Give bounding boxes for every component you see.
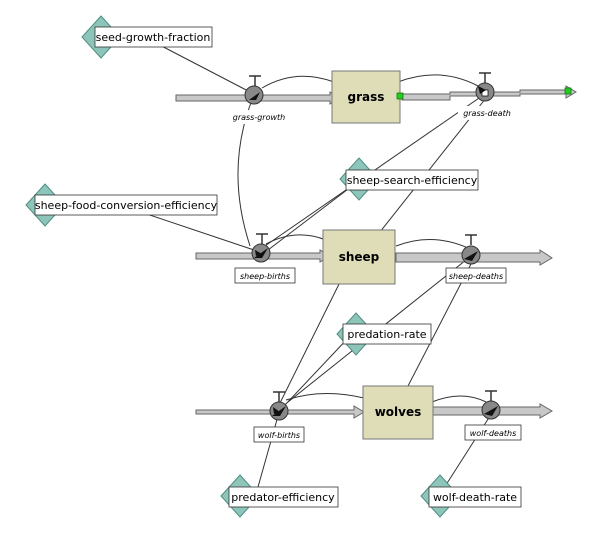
param-seed-growth-fraction-box[interactable] <box>94 26 213 48</box>
flow-sheep-deaths[interactable]: sheep-deaths <box>445 234 507 284</box>
valve-grass-growth-icon[interactable] <box>244 85 264 105</box>
flow-wolf-births[interactable]: wolf-births <box>253 391 305 443</box>
param-predator-efficiency-box[interactable] <box>228 486 339 508</box>
flow-wolf-deaths-label: wolf-deaths <box>470 429 517 438</box>
flow-wolf-births-label: wolf-births <box>258 431 300 440</box>
link-search-efficiency-to-sheep-births <box>267 179 361 251</box>
links <box>119 39 491 489</box>
sink-marker-grass-end <box>564 87 572 95</box>
flow-sheep-births-label-box <box>234 267 296 284</box>
param-predation-rate-label: predation-rate <box>347 328 426 341</box>
param-sheep-food-conversion-efficiency-box[interactable] <box>34 194 218 216</box>
param-sheep-search-efficiency-label: sheep-search-efficiency <box>347 174 478 187</box>
flow-sheep-births[interactable]: sheep-births <box>234 233 296 284</box>
flow-wolf-births-label-box <box>253 426 305 443</box>
param-predator-efficiency-label: predator-efficiency <box>231 491 335 504</box>
param-sheep-food-conversion-efficiency-label: sheep-food-conversion-efficiency <box>35 199 218 212</box>
flow-grass-death[interactable]: grass-death <box>458 72 516 120</box>
link-grass-to-grass-death <box>397 74 479 87</box>
param-wolf-death-rate[interactable]: wolf-death-rate <box>420 474 522 518</box>
param-wolf-death-rate-label: wolf-death-rate <box>433 491 517 504</box>
sink-marker-grass-out <box>396 92 404 100</box>
param-wolf-death-rate-box[interactable] <box>428 486 522 508</box>
flow-sheep-deaths-label: sheep-deaths <box>449 272 503 281</box>
param-predation-rate-box[interactable] <box>342 323 432 345</box>
link-wolves-to-wolf-deaths <box>431 395 487 403</box>
param-sheep-search-efficiency[interactable]: sheep-search-efficiency <box>339 157 479 201</box>
flow-sheep-deaths-label-box <box>445 267 507 284</box>
stock-sheep-box[interactable] <box>322 229 396 285</box>
param-seed-growth-fraction-label: seed-growth-fraction <box>96 31 211 44</box>
link-predation-rate-to-wolf-births <box>283 335 351 407</box>
stock-grass-box[interactable] <box>331 70 401 124</box>
flow-grass-growth-label-box <box>229 110 289 124</box>
link-grass-to-grass-growth <box>261 75 335 89</box>
stock-wolves[interactable]: wolves <box>362 385 434 440</box>
param-sheep-food-conversion-efficiency[interactable]: sheep-food-conversion-efficiency <box>25 183 218 227</box>
flow-grass-growth-label: grass-growth <box>233 113 286 122</box>
flow-grass-growth[interactable]: grass-growth <box>229 75 289 124</box>
flow-wolf-deaths-label-box <box>464 424 522 441</box>
stock-wolves-box[interactable] <box>362 385 434 440</box>
stock-sheep[interactable]: sheep <box>322 229 396 285</box>
link-sheep-to-grass-death <box>379 97 487 233</box>
stock-grass[interactable]: grass <box>331 70 572 124</box>
link-sheep-to-sheep-deaths <box>395 238 469 249</box>
link-wolves-to-wolf-births <box>285 392 365 401</box>
stock-grass-label: grass <box>348 90 385 104</box>
stock-wolves-label: wolves <box>375 405 422 419</box>
stock-sheep-label: sheep <box>339 250 380 264</box>
link-seed-growth-to-grass-growth <box>149 39 253 94</box>
flow-grass-death-label-box <box>458 106 516 120</box>
flow-wolf-deaths[interactable]: wolf-deaths <box>464 390 522 441</box>
param-predation-rate[interactable]: predation-rate <box>336 312 432 356</box>
param-predator-efficiency[interactable]: predator-efficiency <box>220 474 339 518</box>
flow-sheep-births-label: sheep-births <box>240 272 290 281</box>
flow-grass-death-label: grass-death <box>463 109 511 118</box>
link-sheep-to-sheep-births <box>265 234 327 245</box>
param-sheep-search-efficiency-box[interactable] <box>345 169 479 191</box>
param-seed-growth-fraction[interactable]: seed-growth-fraction <box>81 15 213 59</box>
link-sheep-to-wolf-births <box>278 269 347 406</box>
